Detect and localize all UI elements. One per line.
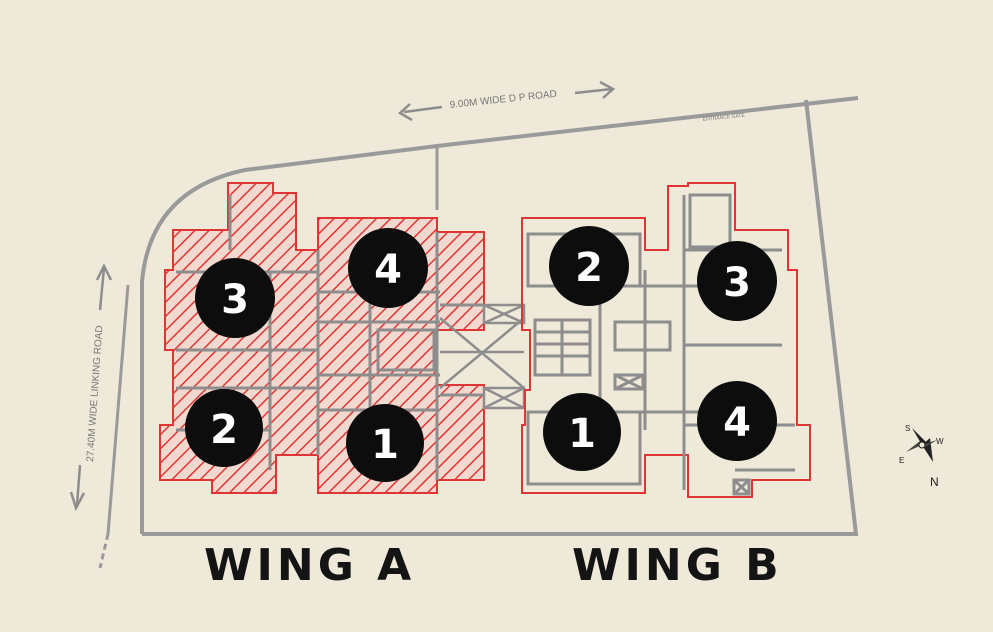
unit-number: 4 xyxy=(374,247,402,293)
road-arrow-left xyxy=(69,263,113,512)
road-label-left: 27.40M WIDE LINKING ROAD xyxy=(85,325,106,462)
plot-boundary xyxy=(98,96,859,569)
road-arrow-top xyxy=(397,80,616,122)
unit-number: 2 xyxy=(575,245,603,291)
compass-s: S xyxy=(905,424,910,433)
unit-number: 3 xyxy=(723,260,751,306)
wing-b-footprint xyxy=(521,182,811,498)
compass-e: E xyxy=(899,456,904,465)
wing-b-unit-1[interactable]: 1 xyxy=(543,393,621,471)
wing-a-unit-1[interactable]: 1 xyxy=(346,404,424,482)
wing-a-label: WING A xyxy=(204,540,416,591)
road-label-top: 9.00M WIDE D P ROAD xyxy=(449,89,557,111)
unit-number: 4 xyxy=(723,400,751,446)
wing-b-unit-3[interactable]: 3 xyxy=(697,241,777,321)
wing-a-unit-4[interactable]: 4 xyxy=(348,228,428,308)
unit-number: 1 xyxy=(568,411,596,457)
wing-b-walls xyxy=(526,193,795,496)
compass-w: W xyxy=(936,437,944,446)
compass-n: N xyxy=(930,475,939,489)
unit-number: 2 xyxy=(210,407,238,453)
compass-icon: S W E N xyxy=(899,424,944,489)
central-core xyxy=(439,303,526,410)
unit-number: 3 xyxy=(221,277,249,323)
road-note-small: ENTRANCE GATE xyxy=(703,113,746,123)
wing-a-unit-2[interactable]: 2 xyxy=(185,389,263,467)
wing-b-label: WING B xyxy=(572,540,783,591)
wing-b-unit-2[interactable]: 2 xyxy=(549,226,629,306)
wing-a-unit-3[interactable]: 3 xyxy=(195,258,275,338)
wing-b-unit-4[interactable]: 4 xyxy=(697,381,777,461)
unit-number: 1 xyxy=(371,422,399,468)
